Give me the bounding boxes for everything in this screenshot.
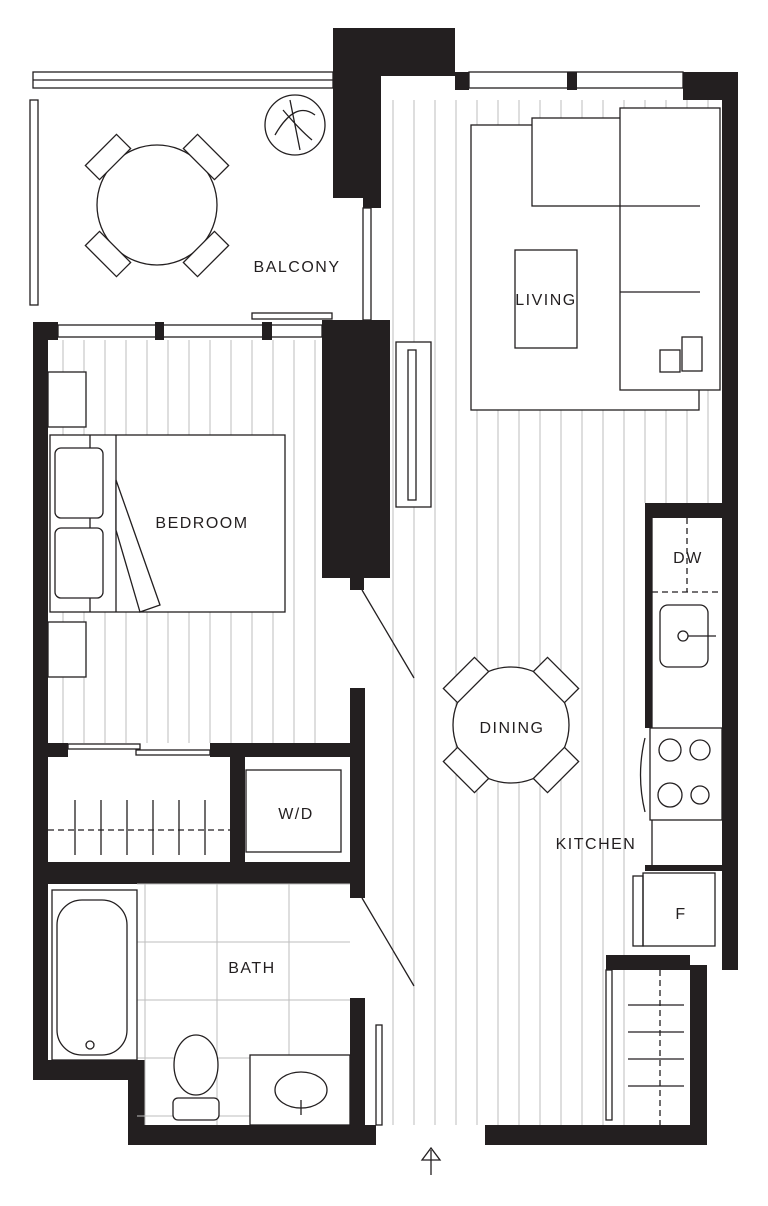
bath-fixtures [51,883,351,1126]
plant-icon [264,94,326,156]
dining-table-set [442,656,580,794]
walls [33,28,738,1145]
closet [48,800,230,855]
room-label-bedroom: BEDROOM [155,515,248,532]
living-furniture [395,107,721,508]
washer-dryer [245,769,342,853]
windows [57,71,684,338]
room-label-dw: DW [673,550,703,567]
balcony-table-set [84,133,230,278]
fridge [642,872,716,947]
cooktop [649,727,723,821]
room-label-fridge: F [675,906,686,923]
entry-arrow-icon [420,1146,442,1175]
room-label-living: LIVING [515,292,576,309]
room-label-kitchen: KITCHEN [556,836,637,853]
room-label-bath: BATH [228,960,275,977]
room-label-dining: DINING [480,720,545,737]
room-label-wd: W/D [278,806,314,823]
bedroom-furniture [47,371,286,678]
doors [67,589,613,1126]
kitchen-counter [628,518,723,1125]
room-label-balcony: BALCONY [254,259,341,276]
